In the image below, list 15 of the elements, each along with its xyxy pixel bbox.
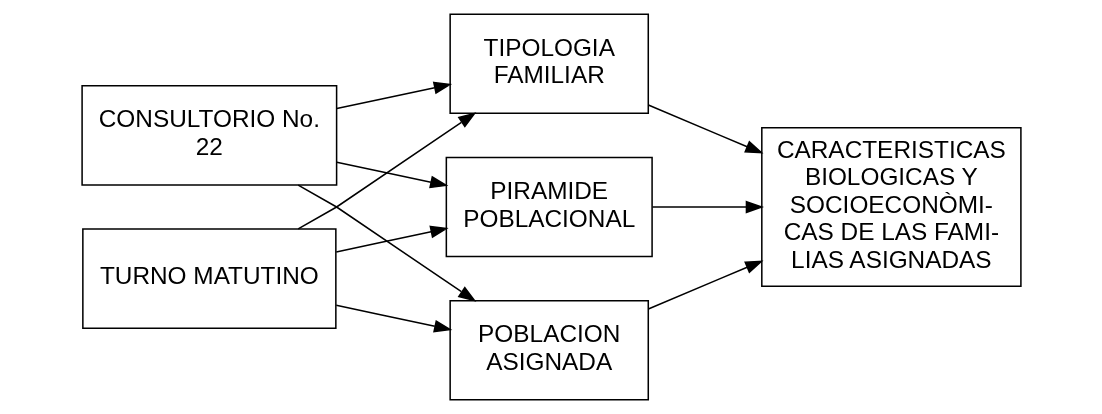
arrow xyxy=(335,161,448,189)
node-box: CONSULTORIO No. 22 xyxy=(80,85,337,186)
arrow xyxy=(647,104,763,154)
node-box: CARACTERISTICAS BIOLOGICAS Y SOCIOECONÒMI- CAS DE LAS FAMI- LIAS ASIGNADAS xyxy=(760,127,1022,287)
arrow xyxy=(296,112,476,230)
arrow xyxy=(651,200,764,214)
arrow xyxy=(647,260,763,310)
arrow xyxy=(335,225,449,253)
arrow xyxy=(335,81,452,110)
node-box: TURNO MATUTINO xyxy=(81,228,337,329)
arrow xyxy=(335,304,452,333)
node-box: TIPOLOGIA FAMILIAR xyxy=(448,13,649,115)
node-box: PIRAMIDE POBLACIONAL xyxy=(445,156,653,258)
arrow xyxy=(296,184,476,302)
node-box: POBLACION ASIGNADA xyxy=(448,299,649,401)
